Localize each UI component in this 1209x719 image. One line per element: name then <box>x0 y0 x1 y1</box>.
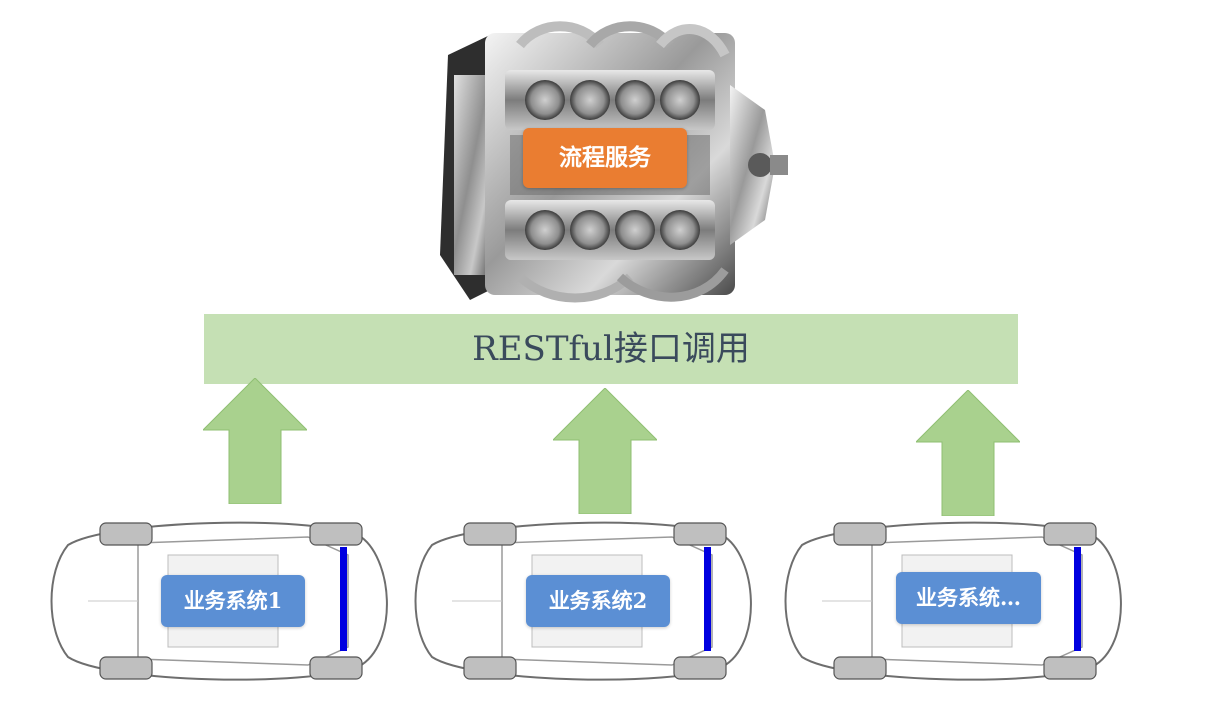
arrow-up-icon <box>203 378 307 504</box>
restful-api-label: RESTful接口调用 <box>472 329 750 369</box>
business-system-badge: 业务系统1 <box>161 575 305 627</box>
engine-icon <box>440 21 788 303</box>
arrow-up-icon <box>553 388 657 514</box>
process-service-label: 流程服务 <box>523 128 687 188</box>
arrow-up-icon <box>916 390 1020 516</box>
business-system-badge: 业务系统… <box>896 572 1041 624</box>
restful-api-band: RESTful接口调用 <box>204 314 1018 384</box>
business-system-badge: 业务系统2 <box>526 575 670 627</box>
